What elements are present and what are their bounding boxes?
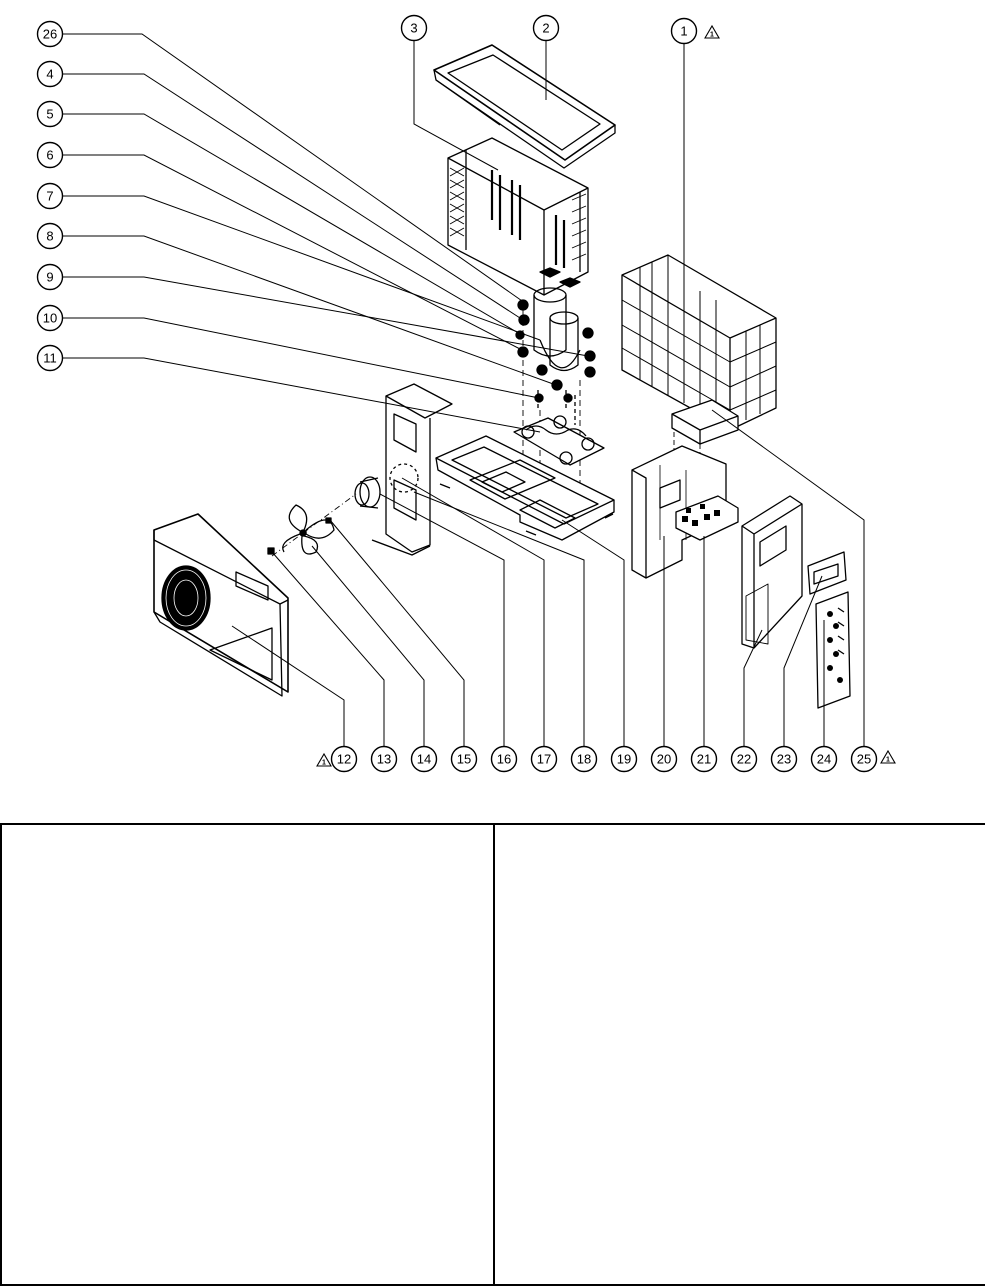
callout-22-label: 22 <box>737 752 751 767</box>
callout-24: 24 <box>812 747 837 772</box>
callout-13-label: 13 <box>377 752 391 767</box>
callout-7-label: 7 <box>46 189 53 204</box>
callout-16: 16 <box>492 747 517 772</box>
callout-19-label: 19 <box>617 752 631 767</box>
callout-2: 2 <box>534 16 559 41</box>
callout-19: 19 <box>612 747 637 772</box>
front-panel-part <box>154 514 288 696</box>
warning-mark-1: 1 <box>710 32 714 39</box>
partition-panel-part <box>372 384 452 555</box>
callout-8-label: 8 <box>46 229 53 244</box>
rear-grille-part <box>622 255 776 430</box>
callout-22: 22 <box>732 747 757 772</box>
callout-25: 25 <box>852 747 877 772</box>
condenser-coil-part <box>448 138 588 295</box>
callout-21: 21 <box>692 747 717 772</box>
callout-2-label: 2 <box>542 21 549 36</box>
callout-8: 8 <box>38 224 63 249</box>
callout-20: 20 <box>652 747 677 772</box>
callout-5: 5 <box>38 102 63 127</box>
callout-4: 4 <box>38 62 63 87</box>
callout-3-label: 3 <box>410 21 417 36</box>
callout-17: 17 <box>532 747 557 772</box>
parts-table-left-column <box>2 825 493 1284</box>
callout-5-label: 5 <box>46 107 53 122</box>
control-box-part <box>632 446 738 578</box>
access-cover-part <box>808 552 846 594</box>
callout-26-label: 26 <box>43 27 57 42</box>
callout-21-label: 21 <box>697 752 711 767</box>
callout-4-label: 4 <box>46 67 53 82</box>
callout-9-label: 9 <box>46 270 53 285</box>
parts-artwork <box>154 45 850 708</box>
callout-3: 3 <box>402 16 427 41</box>
callout-7: 7 <box>38 184 63 209</box>
callout-11-label: 11 <box>43 351 57 366</box>
callout-16-label: 16 <box>497 752 511 767</box>
warning-triangle-icon: 1 <box>317 754 331 767</box>
callout-12-label: 12 <box>337 752 351 767</box>
callout-20-label: 20 <box>657 752 671 767</box>
callout-15: 15 <box>452 747 477 772</box>
callout-14: 14 <box>412 747 437 772</box>
callout-15-label: 15 <box>457 752 471 767</box>
parts-table-right-column <box>493 825 985 1284</box>
warning-triangle-icon: 1 <box>881 751 895 764</box>
parts-list-table <box>0 823 985 1286</box>
callout-23-label: 23 <box>777 752 791 767</box>
terminal-panel-part <box>816 592 850 708</box>
callout-6: 6 <box>38 143 63 168</box>
callout-25-label: 25 <box>857 752 871 767</box>
fan-blade-part <box>272 494 356 556</box>
callout-23: 23 <box>772 747 797 772</box>
callout-18-label: 18 <box>577 752 591 767</box>
warning-triangle-icon: 1 <box>705 26 719 39</box>
callout-12: 12 <box>332 747 357 772</box>
callout-13: 13 <box>372 747 397 772</box>
side-panel-part <box>742 496 802 648</box>
callout-24-label: 24 <box>817 752 831 767</box>
callout-26: 26 <box>38 22 63 47</box>
callout-17-label: 17 <box>537 752 551 767</box>
callout-1-label: 1 <box>680 24 687 39</box>
exploded-parts-diagram: 26 4 5 6 7 8 9 10 <box>0 0 985 800</box>
callout-11: 11 <box>38 346 63 371</box>
callout-18: 18 <box>572 747 597 772</box>
callout-10-label: 10 <box>43 311 57 326</box>
warning-mark-25: 1 <box>886 757 890 764</box>
callout-9: 9 <box>38 265 63 290</box>
callout-14-label: 14 <box>417 752 431 767</box>
callout-6-label: 6 <box>46 148 53 163</box>
callout-10: 10 <box>38 306 63 331</box>
warning-mark-12: 1 <box>322 760 326 767</box>
callout-1: 1 <box>672 19 697 44</box>
